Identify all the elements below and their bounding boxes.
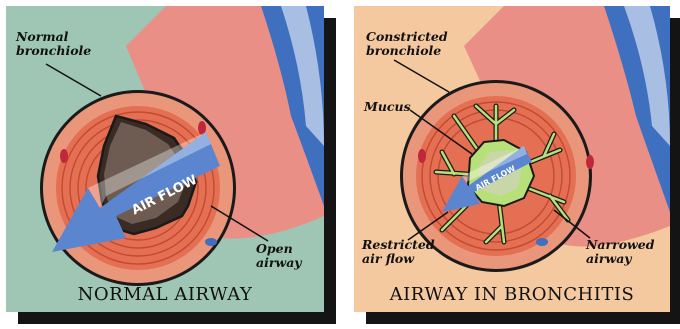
bronchitis-caption: AIRWAY IN BRONCHITIS bbox=[354, 284, 670, 305]
normal-airway-caption: NORMAL AIRWAY bbox=[6, 284, 324, 305]
leader-normal-bronchiole bbox=[46, 64, 101, 96]
normal-airway-panel: AIR FLOW Normal bronchiole Open airway N… bbox=[6, 6, 324, 312]
restricted-air-flow-label: Restricted air flow bbox=[362, 238, 435, 266]
leader-constricted-bronchiole bbox=[394, 60, 449, 92]
normal-bronchiole-label: Normal bronchiole bbox=[16, 30, 91, 58]
left-panel-shadow-side bbox=[324, 18, 336, 324]
right-panel-shadow bbox=[366, 312, 680, 324]
blood-cell bbox=[60, 149, 68, 163]
blood-vessel bbox=[205, 238, 217, 246]
right-panel-shadow-side bbox=[670, 18, 680, 324]
blood-cell bbox=[586, 155, 594, 169]
blood-cell bbox=[418, 149, 426, 163]
open-airway-label: Open airway bbox=[256, 242, 302, 270]
bronchitis-airway-panel: AIR FLOW Constricted bronchiole Mucus Re… bbox=[354, 6, 670, 312]
blood-vessel bbox=[536, 238, 548, 246]
constricted-bronchiole-label: Constricted bronchiole bbox=[366, 30, 448, 58]
narrowed-airway-label: Narrowed airway bbox=[586, 238, 655, 266]
left-panel-shadow bbox=[18, 312, 336, 324]
mucus-label: Mucus bbox=[364, 100, 411, 114]
